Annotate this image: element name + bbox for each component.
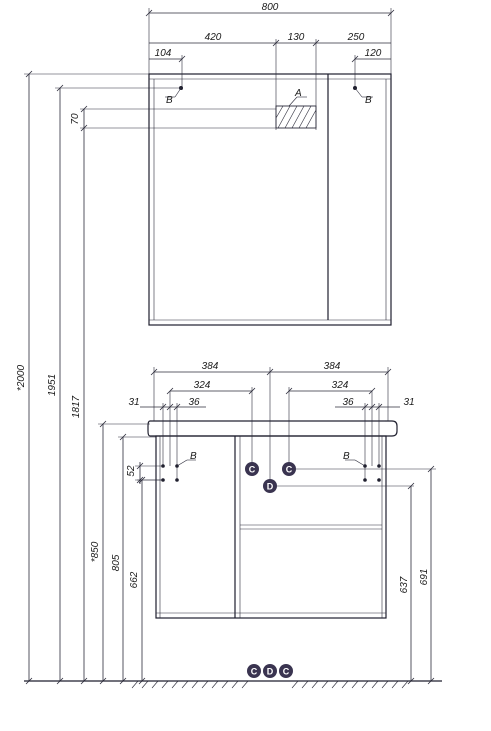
- hole-left-4: [175, 478, 179, 482]
- dim-52: 52: [126, 465, 137, 477]
- dim-2000: *2000: [16, 364, 27, 391]
- dim-800: 800: [262, 2, 279, 13]
- dim-324-right: 324: [332, 380, 349, 391]
- marker-c-right: C: [282, 462, 296, 476]
- base-cabinet: [147, 420, 398, 619]
- dim-36-left: 36: [188, 397, 200, 408]
- dim-70: 70: [70, 113, 81, 125]
- floor-hatch: [131, 680, 409, 689]
- dim-1817: 1817: [71, 395, 82, 418]
- svg-text:C: C: [283, 667, 290, 677]
- label-b-mirror-right: B: [365, 95, 372, 106]
- mirror-cabinet: [148, 73, 392, 326]
- dim-850: *850: [90, 541, 101, 562]
- dim-805: 805: [111, 554, 122, 571]
- dim-324-left: 324: [194, 380, 211, 391]
- dim-250: 250: [347, 32, 365, 43]
- hatch-lines: [275, 105, 317, 129]
- hole-right-3: [363, 478, 367, 482]
- svg-text:C: C: [286, 465, 293, 475]
- dim-662: 662: [129, 571, 140, 588]
- hole-right-2: [377, 464, 381, 468]
- label-b-cabinet-left: B: [190, 451, 197, 462]
- svg-text:C: C: [251, 667, 258, 677]
- marker-c-left: C: [245, 462, 259, 476]
- dim-384-right: 384: [324, 361, 341, 372]
- floor-marker-d: D: [263, 664, 277, 678]
- dim-130: 130: [288, 32, 305, 43]
- dim-104: 104: [155, 48, 172, 59]
- floor-marker-c-left: C: [247, 664, 261, 678]
- dim-1951: 1951: [47, 374, 58, 396]
- hole-right-4: [377, 478, 381, 482]
- dim-31-right: 31: [403, 397, 414, 408]
- dim-384-left: 384: [202, 361, 219, 372]
- hatched-area-a: [275, 105, 317, 129]
- dim-31-left: 31: [128, 397, 139, 408]
- base-cabinet-dimensions: 384 384 324 324 31 36: [126, 361, 436, 685]
- dim-120: 120: [365, 48, 382, 59]
- label-b-cabinet-right: B: [343, 451, 350, 462]
- floor-marker-c-right: C: [279, 664, 293, 678]
- marker-d: D: [263, 479, 277, 493]
- dim-637: 637: [399, 576, 410, 593]
- svg-text:C: C: [249, 465, 256, 475]
- dim-36-right: 36: [342, 397, 354, 408]
- svg-text:D: D: [267, 482, 274, 492]
- mirror-dimensions: 800 420 130 250 104 120 A: [70, 2, 395, 132]
- label-a: A: [294, 88, 302, 99]
- height-dimensions-left: *2000 1951 1817 *850 805 662: [16, 70, 442, 689]
- dim-420: 420: [205, 32, 222, 43]
- dim-691: 691: [419, 569, 430, 586]
- label-b-mirror-left: B: [166, 95, 173, 106]
- svg-text:D: D: [267, 667, 274, 677]
